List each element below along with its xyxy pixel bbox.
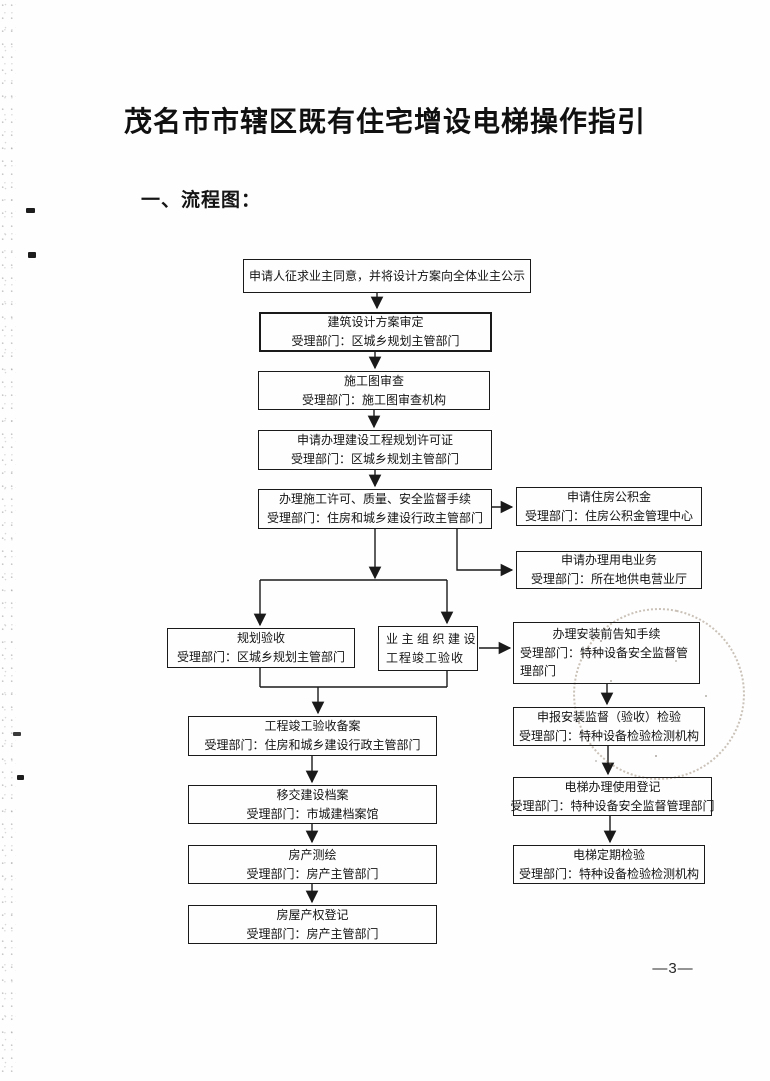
flow-node-dept: 受理部门：住房和城乡建设行政主管部门 [266, 511, 483, 525]
flow-node-dept: 受理部门：特种设备检验检测机构 [518, 866, 699, 881]
flow-node-text: 申请办理用电业务 [560, 553, 657, 568]
flow-node-text: 规划验收 [236, 631, 285, 646]
flow-node-dept: 受理部门：特种设备安全监督管理部门 [510, 798, 715, 813]
stamp-speckles [600, 640, 602, 642]
flow-node-text: 建筑设计方案审定 [327, 315, 424, 330]
scan-noise-strip [0, 0, 16, 1081]
flow-node-text: 电梯定期检验 [572, 847, 645, 862]
flow-node-dept: 受理部门：房产主管部门 [246, 926, 379, 941]
flow-node-dept: 受理部门：住房公积金管理中心 [524, 508, 693, 523]
flow-node-text: 业主组织建设 [386, 631, 480, 646]
scan-artifact [28, 252, 36, 258]
flow-node-text: 办理施工许可、质量、安全监督手续 [278, 492, 471, 507]
scan-artifact [13, 732, 21, 736]
flow-node-install-inspection: 申报安装监督（验收）检验 受理部门：特种设备检验检测机构 [513, 707, 705, 746]
page-title: 茂名市市辖区既有住宅增设电梯操作指引 [123, 106, 646, 137]
flow-node-pre-install-notice: 办理安装前告知手续 受理部门：特种设备安全监督管理部门 [513, 622, 700, 684]
flow-node-text: 工程竣工验收 [386, 650, 465, 665]
flow-node-dept: 受理部门：特种设备安全监督管理部门 [520, 645, 689, 679]
flow-node-text: 办理安装前告知手续 [552, 627, 661, 642]
flow-node-property-registration: 房屋产权登记 受理部门：房产主管部门 [188, 905, 437, 944]
flow-node-consent: 申请人征求业主同意，并将设计方案向全体业主公示 [243, 259, 531, 293]
flow-node-text: 申请办理建设工程规划许可证 [296, 433, 453, 448]
flow-node-dept: 受理部门：施工图审查机构 [301, 392, 446, 407]
flow-node-owner-acceptance: 业主组织建设 工程竣工验收 [378, 626, 478, 671]
flow-node-completion-record: 工程竣工验收备案 受理部门：住房和城乡建设行政主管部门 [188, 716, 437, 756]
flow-node-text: 移交建设档案 [276, 787, 349, 802]
flow-node-text: 申报安装监督（验收）检验 [536, 709, 681, 724]
scan-artifact [17, 775, 24, 780]
flow-node-periodic-inspection: 电梯定期检验 受理部门：特种设备检验检测机构 [513, 845, 705, 884]
flow-node-dept: 受理部门：房产主管部门 [246, 866, 379, 881]
flow-node-dept: 受理部门：所在地供电营业厅 [530, 572, 687, 586]
flow-node-dept: 受理部门：区城乡规划主管部门 [176, 650, 345, 664]
flow-node-dept: 受理部门：特种设备检验检测机构 [518, 728, 699, 743]
flow-node-text: 申请人征求业主同意，并将设计方案向全体业主公示 [248, 268, 525, 283]
section-heading: 一、流程图： [141, 190, 262, 211]
flow-node-text: 工程竣工验收备案 [264, 719, 361, 734]
flow-node-property-survey: 房产测绘 受理部门：房产主管部门 [188, 845, 437, 884]
flow-node-archives-transfer: 移交建设档案 受理部门：市城建档案馆 [188, 785, 437, 824]
flow-node-drawing-review: 施工图审查 受理部门：施工图审查机构 [258, 371, 490, 410]
page-number: —3— [652, 960, 694, 977]
flow-node-use-registration: 电梯办理使用登记 受理部门：特种设备安全监督管理部门 [510, 777, 715, 816]
flow-node-planning-acceptance: 规划验收 受理部门：区城乡规划主管部门 [167, 628, 355, 668]
flow-node-construction-permit: 办理施工许可、质量、安全监督手续 受理部门：住房和城乡建设行政主管部门 [258, 489, 492, 529]
flow-node-housing-fund: 申请住房公积金 受理部门：住房公积金管理中心 [516, 487, 702, 526]
flow-node-text: 施工图审查 [343, 373, 404, 388]
flow-node-dept: 受理部门：市城建档案馆 [246, 806, 379, 821]
flow-node-dept: 受理部门：区城乡规划主管部门 [290, 452, 459, 466]
flow-node-planning-permit: 申请办理建设工程规划许可证 受理部门：区城乡规划主管部门 [258, 430, 492, 470]
flow-node-text: 房产测绘 [288, 847, 337, 862]
flow-node-design-review: 建筑设计方案审定 受理部门：区城乡规划主管部门 [259, 312, 492, 352]
flow-node-text: 房屋产权登记 [276, 907, 349, 922]
flow-node-text: 电梯办理使用登记 [564, 779, 661, 794]
scan-artifact [26, 208, 35, 213]
flow-node-text: 申请住房公积金 [566, 489, 651, 504]
flow-node-dept: 受理部门：住房和城乡建设行政主管部门 [204, 738, 421, 752]
flow-node-dept: 受理部门：区城乡规划主管部门 [291, 334, 460, 348]
flow-node-power-service: 申请办理用电业务 受理部门：所在地供电营业厅 [516, 551, 702, 589]
